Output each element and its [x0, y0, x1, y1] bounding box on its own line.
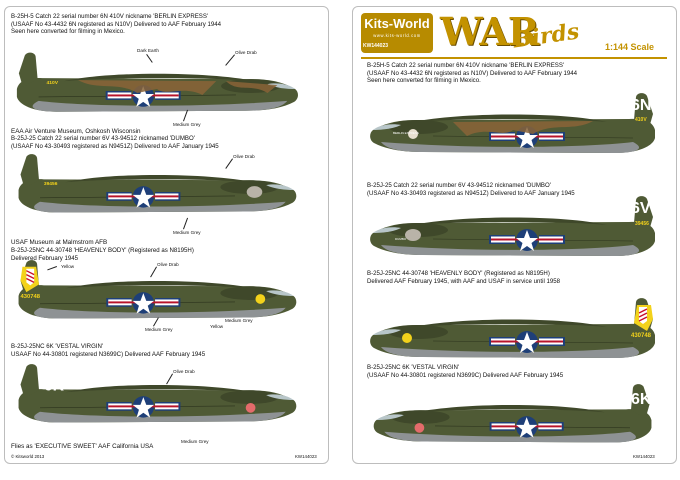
warbirds-logo-war: WAR: [440, 9, 539, 54]
tail-code: 6V: [631, 200, 651, 217]
aircraft-caption: B-25J-25NC 6K 'VESTAL VIRGIN' USAAF No 4…: [11, 343, 206, 358]
aircraft-caption: B-25H-5 Catch 22 serial number 6N 410V n…: [367, 62, 577, 85]
nose-art-heavenly-body: [255, 294, 266, 304]
tail-code: 6K: [44, 377, 65, 394]
nose-art-text: DUMBO: [395, 237, 407, 241]
nose-art-heavenly-body: [402, 333, 412, 343]
left-panel: B-25H-5 Catch 22 serial number 6N 410V n…: [4, 6, 329, 464]
aircraft-caption: B-25J-25NC 44-30748 'HEAVENLY BODY' (Reg…: [367, 270, 561, 285]
nose-art-dumbo: [405, 229, 421, 241]
aircraft-caption: B-25J-25 Catch 22 serial number 6V 43-94…: [367, 182, 575, 197]
tail-serial: 430748: [631, 333, 652, 339]
paint-label: Medium Grey: [225, 318, 253, 323]
nose-art-text: BERLIN EXPRESS: [393, 131, 419, 135]
right-panel: Kits-World www.kits-world.com KW144023 W…: [352, 6, 677, 464]
b25-side-profile: 430748: [9, 259, 305, 337]
paint-label: Olive Drab: [173, 369, 195, 374]
paint-label: Medium Grey: [181, 439, 209, 444]
tail-serial: 39456: [44, 181, 58, 187]
paint-label: Medium Grey: [173, 230, 201, 235]
paint-label: Olive Drab: [233, 154, 255, 159]
paint-label: Medium Grey: [173, 122, 201, 127]
tail-code: 6N: [43, 62, 63, 79]
aircraft-caption: B-25J-25NC 6K 'VESTAL VIRGIN' (USAAF No …: [367, 364, 564, 379]
aircraft-caption: B-25J-25NC 44-30748 'HEAVENLY BODY' (Reg…: [11, 247, 194, 262]
sheet-code: KW144023: [295, 454, 317, 459]
b25-side-profile: 6N 410V: [9, 51, 305, 131]
tail-code: 6N: [631, 97, 652, 114]
paint-label: Yellow: [210, 324, 224, 329]
brand-url: www.kits-world.com: [373, 33, 421, 38]
scale-label: 1:144 Scale: [605, 42, 655, 52]
tail-code: 6K: [631, 391, 652, 408]
tail-code: 6V: [44, 163, 64, 180]
b25-side-profile-mirrored: [363, 195, 663, 275]
b25-side-profile: 6V 39456: [9, 153, 305, 231]
nose-art-dumbo: [246, 186, 263, 198]
nose-art-vestal-virgin: [414, 422, 425, 433]
tail-serial: 430748: [21, 294, 41, 300]
b25-side-profile: 6K: [9, 363, 305, 441]
header-rule: [361, 57, 667, 59]
museum-location: EAA Air Venture Museum, Oshkosh Wisconsi…: [11, 128, 141, 135]
tail-serial: 410V: [46, 80, 58, 86]
paint-label: Medium Grey: [145, 327, 173, 332]
b25-side-profile-mirrored: [363, 383, 663, 461]
aircraft-caption: B-25H-5 Catch 22 serial number 6N 410V n…: [11, 13, 221, 36]
brand-name: Kits-World: [364, 16, 430, 31]
tail-serial: 410V: [635, 117, 647, 123]
b25-side-profile-mirrored: [363, 92, 663, 172]
sheet-code: KW144023: [633, 454, 655, 459]
tail-serial: 39456: [635, 221, 649, 227]
paint-label: Dark Earth: [137, 48, 159, 53]
paint-label: Yellow: [61, 264, 75, 269]
nose-art-vestal-virgin: [245, 402, 256, 413]
b25-side-profile-mirrored: [363, 297, 663, 377]
brand-code: KW144023: [363, 43, 389, 49]
paint-label: Olive Drab: [157, 262, 179, 267]
copyright: © Kitsworld 2013: [11, 454, 45, 459]
museum-location: Flies as 'EXECUTIVE SWEET' AAF Californi…: [11, 443, 154, 450]
museum-location: USAF Museum at Malmstrom AFB: [11, 239, 108, 246]
aircraft-caption: B-25J-25 Catch 22 serial number 6V 43-94…: [11, 135, 219, 150]
kits-world-logo: Kits-World www.kits-world.com KW144023: [361, 13, 433, 53]
paint-label: Olive Drab: [235, 50, 257, 55]
nose-art-berlin-express: [408, 129, 418, 139]
